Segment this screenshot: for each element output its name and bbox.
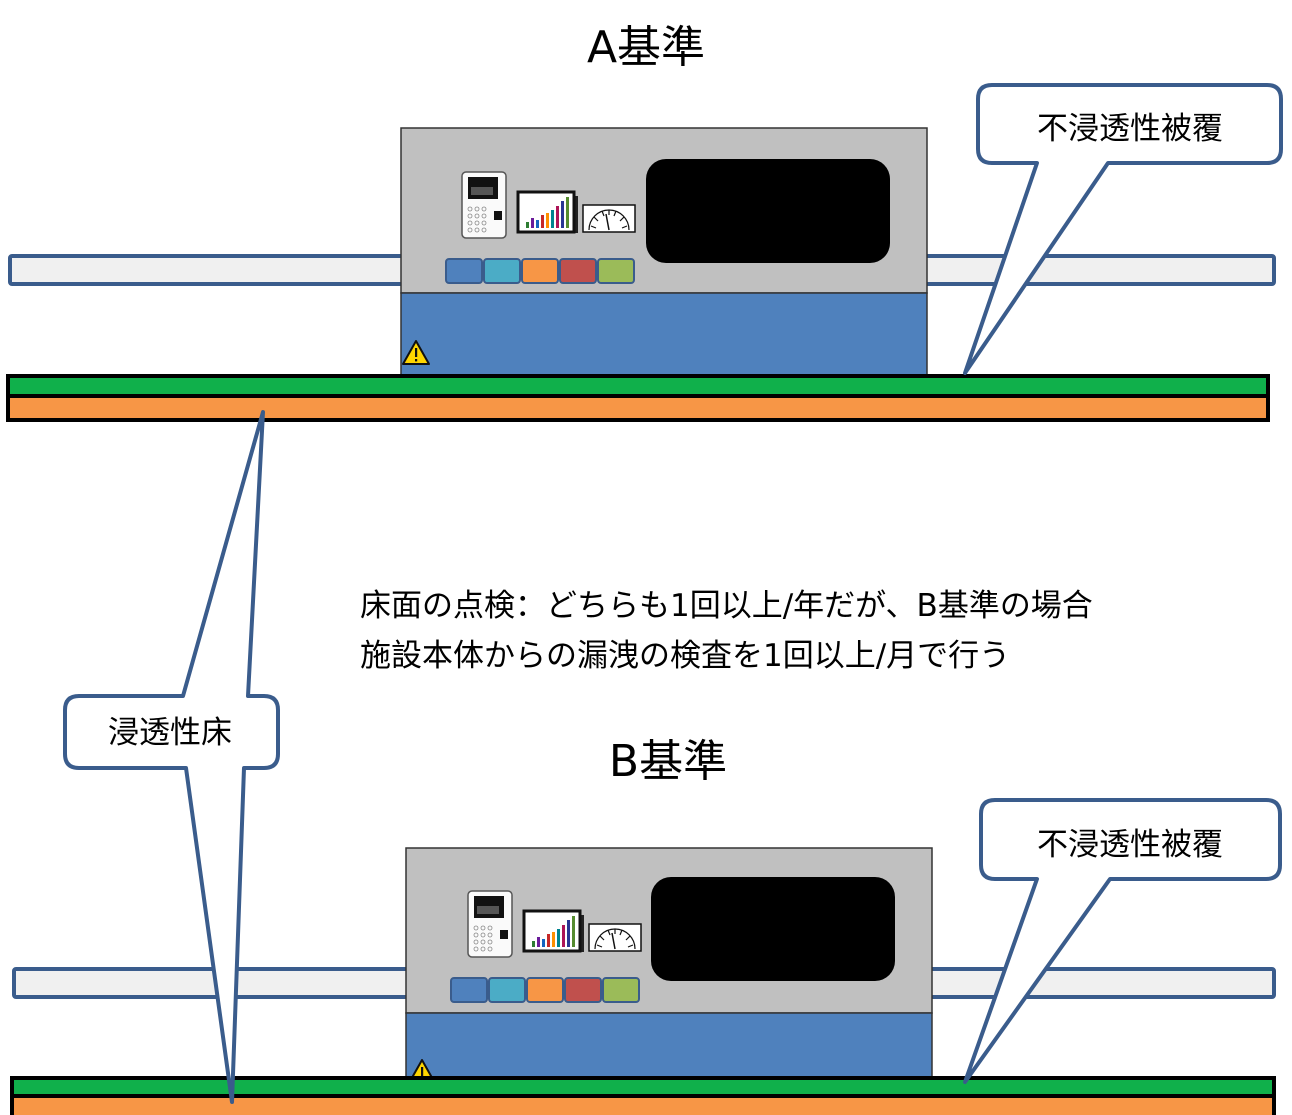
control-button-blue[interactable] [445, 258, 483, 284]
control-button-orange[interactable] [521, 258, 559, 284]
note-line-2: 施設本体からの漏洩の検査を1回以上/月で行う [360, 638, 1010, 674]
keypad-device-icon [467, 890, 513, 958]
callout-coating-b-label: 不浸透性被覆 [1037, 827, 1223, 863]
button-row [450, 977, 640, 1003]
control-button-green[interactable] [602, 977, 640, 1003]
warning-icon [402, 340, 430, 365]
cabinet-b [405, 847, 933, 1096]
inspection-note: 床面の点検：どちらも1回以上/年だが、B基準の場合 施設本体からの漏洩の検査を1… [360, 588, 1093, 674]
control-button-cyan[interactable] [483, 258, 521, 284]
callout-permeable-floor [63, 410, 280, 1104]
callout-permeable-floor-label: 浸透性床 [108, 715, 232, 751]
floor-layer-a [6, 394, 1270, 422]
control-button-cyan[interactable] [488, 977, 526, 1003]
bar-chart-monitor-icon [522, 909, 584, 953]
control-button-green[interactable] [597, 258, 635, 284]
control-button-orange[interactable] [526, 977, 564, 1003]
display-screen [651, 877, 895, 981]
callout-coating-b [963, 798, 1282, 1084]
floor-layer-b [10, 1094, 1276, 1115]
section-b-title: B基準 [609, 736, 727, 787]
callout-coating-a [963, 83, 1283, 375]
section-a-title: A基準 [587, 22, 705, 73]
display-screen [646, 159, 890, 263]
coating-layer-a [6, 374, 1270, 398]
control-button-red[interactable] [559, 258, 597, 284]
section-b: B基準 [10, 736, 1282, 1115]
control-button-red[interactable] [564, 977, 602, 1003]
coating-layer-b [10, 1076, 1276, 1098]
button-row [445, 258, 635, 284]
cabinet-a [400, 127, 928, 376]
bar-chart-monitor-icon [516, 190, 578, 234]
section-a: A基準 [6, 22, 1283, 422]
gauge-meter-icon [582, 204, 636, 233]
control-button-blue[interactable] [450, 977, 488, 1003]
note-line-1: 床面の点検：どちらも1回以上/年だが、B基準の場合 [360, 588, 1093, 624]
callout-coating-a-label: 不浸透性被覆 [1037, 111, 1223, 147]
keypad-device-icon [461, 171, 507, 239]
gauge-meter-icon [588, 923, 642, 952]
